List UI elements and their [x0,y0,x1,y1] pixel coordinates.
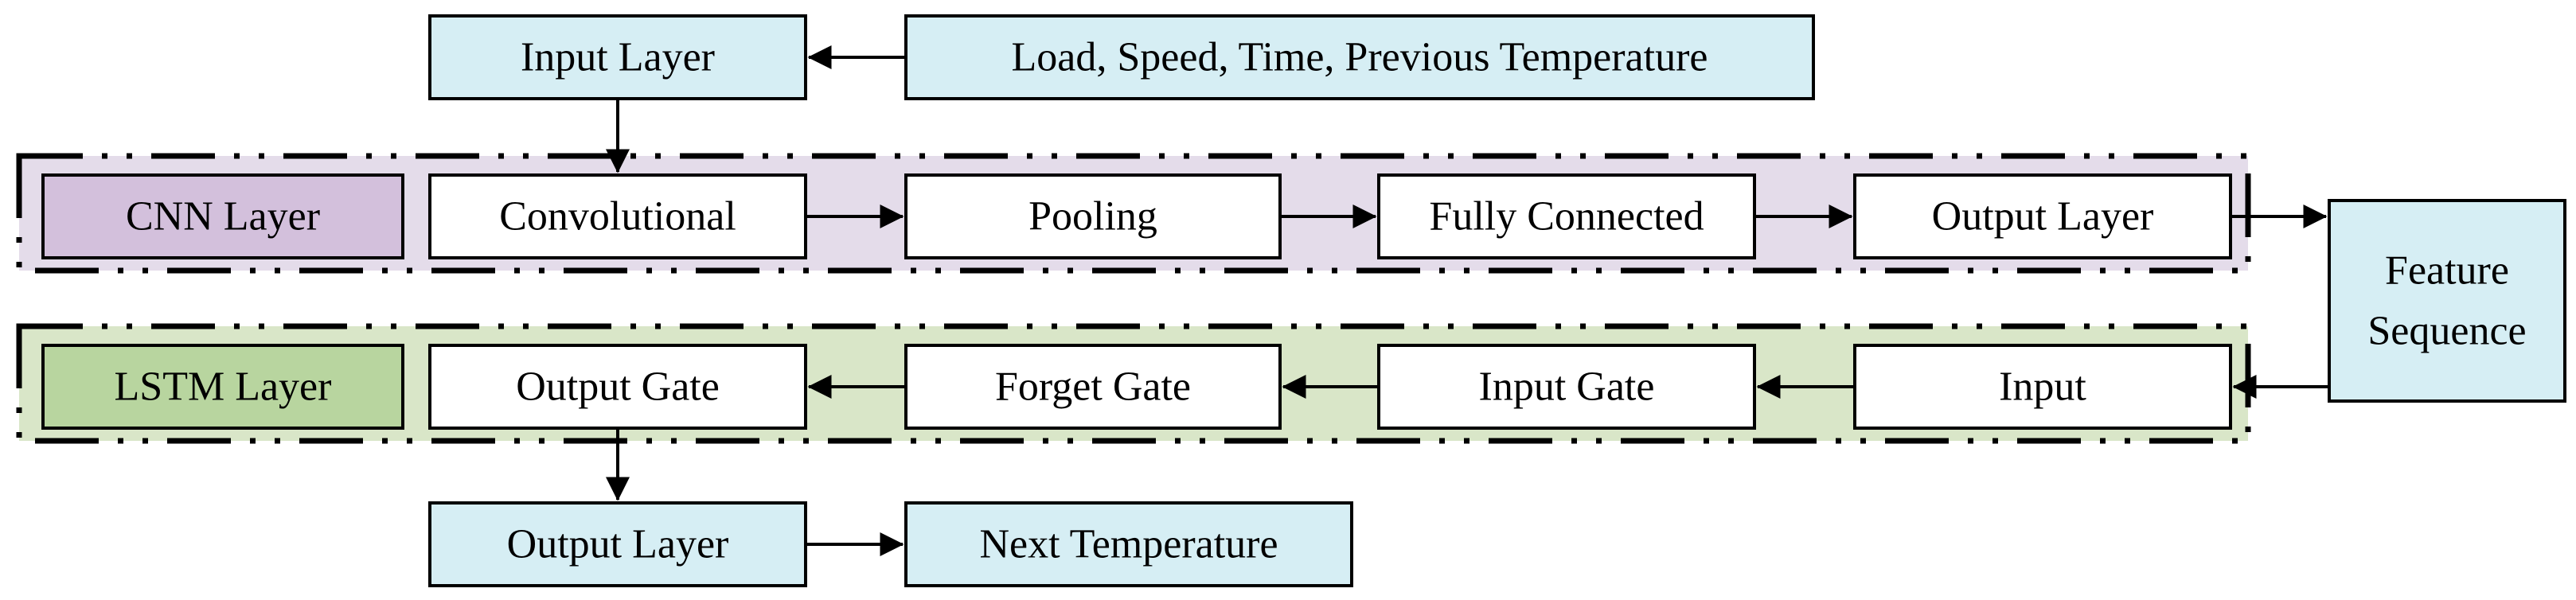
lstm-layer-label: LSTM Layer [115,364,332,410]
next-temperature-box [904,501,1353,587]
inputs-box [904,14,1815,100]
lstm-layer-label-box [41,344,404,430]
cnn-output-layer-box [1853,173,2232,259]
next-temperature-label: Next Temperature [979,522,1278,567]
feature-sequence-box [2328,199,2566,403]
output-gate-box [428,344,807,430]
pooling-box [904,173,1282,259]
cnn-layer-label: CNN Layer [126,194,320,240]
lstm-input-label: Input [1999,364,2086,410]
pooling-label: Pooling [1028,194,1157,240]
fully-connected-label: Fully Connected [1429,194,1704,240]
forget-gate-box [904,344,1282,430]
connector-arrows [606,45,2329,556]
cnn-band-frame [16,153,2251,274]
fully-connected-box [1377,173,1756,259]
input-gate-label: Input Gate [1479,364,1655,410]
input-gate-box [1377,344,1756,430]
output-gate-label: Output Gate [516,364,720,410]
input-layer-label: Input Layer [521,35,715,80]
inputs-label: Load, Speed, Time, Previous Temperature [1012,35,1708,80]
feature-sequence-line2: Sequence [2367,309,2526,354]
final-output-layer-label: Output Layer [507,522,729,567]
lstm-input-box [1853,344,2232,430]
forget-gate-label: Forget Gate [995,364,1191,410]
convolutional-box [428,173,807,259]
convolutional-label: Convolutional [499,194,736,240]
feature-sequence-line1: Feature [2385,248,2509,294]
cnn-output-layer-label: Output Layer [1932,194,2154,240]
cnn-layer-label-box [41,173,404,259]
